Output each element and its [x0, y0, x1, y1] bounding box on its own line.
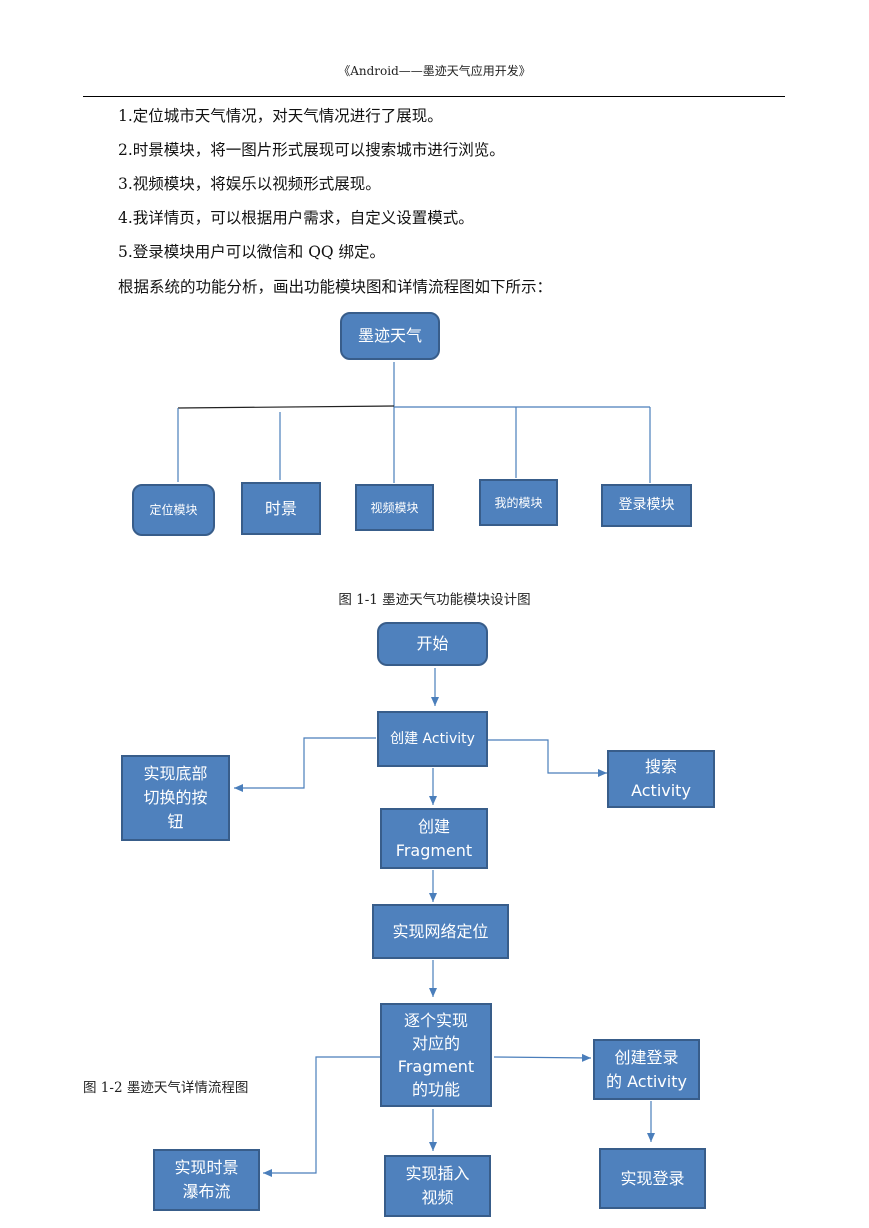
create-login-activity-box: 创建登录 的 Activity: [593, 1039, 700, 1100]
list-item: 3.视频模块，将娱乐以视频形式展现。: [118, 175, 381, 193]
module-box-login: 登录模块: [601, 484, 692, 527]
figure-caption-1: 图 1-1 墨迹天气功能模块设计图: [338, 592, 531, 608]
running-header: 《Android——墨迹天气应用开发》: [338, 64, 531, 78]
login-box: 实现登录: [599, 1148, 706, 1209]
module-box-video: 视频模块: [355, 484, 434, 531]
module-box-mine: 我的模块: [479, 479, 558, 526]
network-location-box: 实现网络定位: [372, 904, 509, 959]
header-rule: [83, 96, 785, 97]
intro-paragraph: 根据系统的功能分析，画出功能模块图和详情流程图如下所示：: [118, 278, 553, 296]
create-fragment-box: 创建 Fragment: [380, 808, 488, 869]
list-item: 5.登录模块用户可以微信和 QQ 绑定。: [118, 243, 386, 261]
insert-video-box: 实现插入 视频: [384, 1155, 491, 1217]
list-item: 4.我详情页，可以根据用户需求，自定义设置模式。: [118, 209, 474, 227]
start-box: 开始: [377, 622, 488, 666]
search-activity-box: 搜索 Activity: [607, 750, 715, 808]
figure-caption-2: 图 1-2 墨迹天气详情流程图: [83, 1080, 249, 1096]
list-item: 1.定位城市天气情况，对天气情况进行了展现。: [118, 107, 443, 125]
create-activity-box: 创建 Activity: [377, 711, 488, 767]
waterfall-box: 实现时景 瀑布流: [153, 1149, 260, 1211]
implement-fragments-box: 逐个实现 对应的 Fragment 的功能: [380, 1003, 492, 1107]
bottom-buttons-box: 实现底部 切换的按 钮: [121, 755, 230, 841]
list-item: 2.时景模块，将一图片形式展现可以搜索城市进行浏览。: [118, 141, 505, 159]
module-box-scenes: 时景: [241, 482, 321, 535]
root-module-box: 墨迹天气: [340, 312, 440, 360]
module-box-location: 定位模块: [132, 484, 215, 536]
